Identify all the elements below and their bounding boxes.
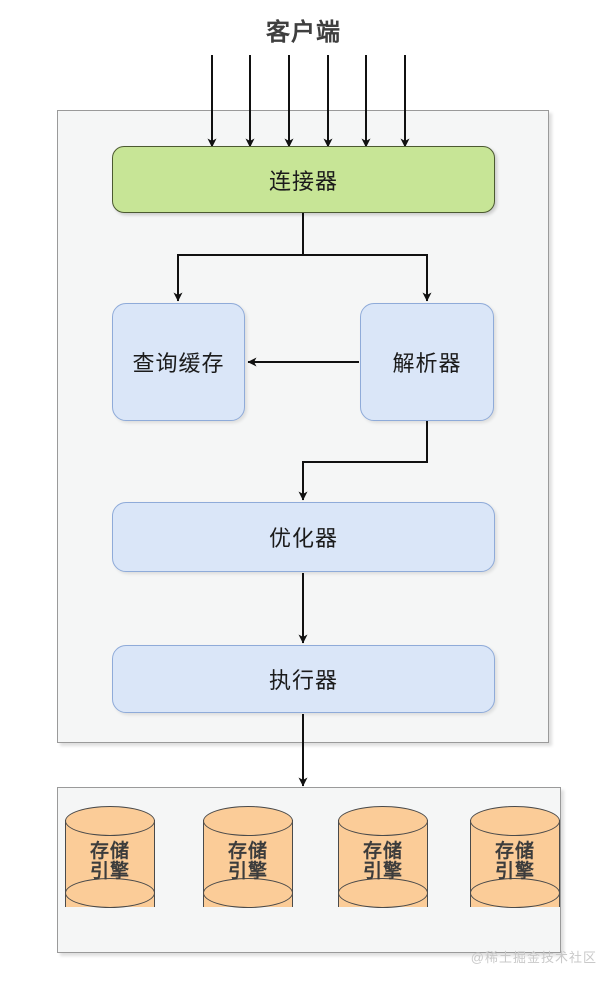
storage-engine-label-line1: 存储 bbox=[362, 841, 403, 862]
node-query-cache[interactable]: 查询缓存 bbox=[112, 303, 245, 421]
cylinder-bottom-ellipse bbox=[338, 878, 428, 908]
storage-engine-label-line2: 引擎 bbox=[362, 860, 403, 882]
cylinder-bottom-ellipse bbox=[65, 878, 155, 908]
storage-engine-label-line1: 存储 bbox=[494, 841, 535, 862]
node-connector[interactable]: 连接器 bbox=[112, 146, 495, 213]
storage-engine-label-line2: 引擎 bbox=[227, 860, 268, 882]
cylinder-top-ellipse bbox=[338, 806, 428, 836]
storage-engine-label-line2: 引擎 bbox=[494, 860, 535, 882]
storage-engine-label: 存储 引擎 bbox=[65, 842, 155, 882]
watermark: @稀土掘金技术社区 bbox=[470, 950, 597, 965]
storage-engine-cylinder[interactable]: 存储 引擎 bbox=[470, 806, 560, 921]
cylinder-bottom-ellipse bbox=[470, 878, 560, 908]
storage-engine-label-line2: 引擎 bbox=[89, 860, 130, 882]
cylinder-top-ellipse bbox=[203, 806, 293, 836]
page-title: 客户端 bbox=[266, 19, 341, 46]
node-connector-label: 连接器 bbox=[268, 168, 338, 194]
storage-engine-cylinder[interactable]: 存储 引擎 bbox=[203, 806, 293, 921]
cylinder-bottom-ellipse bbox=[203, 878, 293, 908]
cylinder-top-ellipse bbox=[65, 806, 155, 836]
node-executor-label: 执行器 bbox=[268, 668, 338, 693]
storage-engine-label-line1: 存储 bbox=[89, 841, 130, 862]
node-parser[interactable]: 解析器 bbox=[360, 303, 494, 421]
storage-engine-cylinder[interactable]: 存储 引擎 bbox=[338, 806, 428, 921]
storage-engine-cylinder[interactable]: 存储 引擎 bbox=[65, 806, 155, 921]
storage-engine-label: 存储 引擎 bbox=[338, 842, 428, 882]
cylinder-top-ellipse bbox=[470, 806, 560, 836]
storage-engine-label: 存储 引擎 bbox=[470, 842, 560, 882]
storage-engine-label-line1: 存储 bbox=[227, 841, 268, 862]
node-executor[interactable]: 执行器 bbox=[112, 645, 495, 713]
node-query-cache-label: 查询缓存 bbox=[132, 351, 225, 376]
node-parser-label: 解析器 bbox=[392, 351, 462, 376]
storage-engine-label: 存储 引擎 bbox=[203, 842, 293, 882]
node-optimizer-label: 优化器 bbox=[268, 526, 338, 551]
node-optimizer[interactable]: 优化器 bbox=[112, 502, 495, 572]
